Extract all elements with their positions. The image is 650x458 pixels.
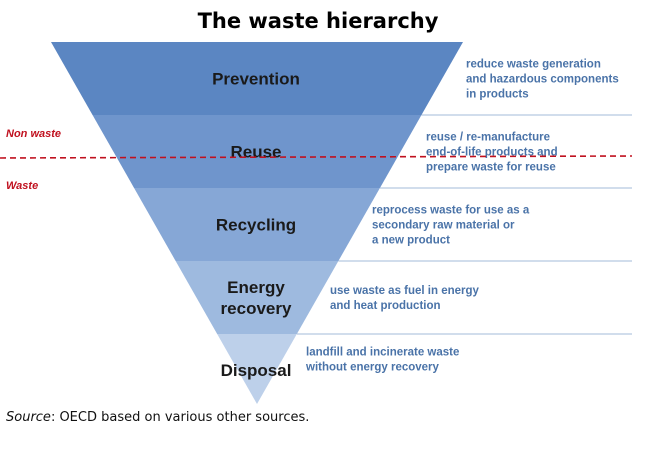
level-description-reuse: prepare waste for reuse bbox=[426, 162, 556, 174]
level-description-reuse: end-of-life products and bbox=[426, 147, 558, 159]
level-description-prevention: in products bbox=[466, 89, 529, 101]
source-label: Source bbox=[6, 410, 51, 425]
non-waste-label: Non waste bbox=[6, 128, 61, 140]
level-description-recycling: secondary raw material or bbox=[372, 220, 515, 232]
level-name-prevention: Prevention bbox=[212, 70, 300, 89]
level-description-prevention: reduce waste generation bbox=[466, 59, 601, 71]
waste-label: Waste bbox=[6, 180, 38, 192]
source-note: Source: OECD based on various other sour… bbox=[6, 410, 309, 425]
hierarchy-levels: Prevention reduce waste generation and haz… bbox=[51, 42, 632, 404]
level-description-reuse: reuse / re-manufacture bbox=[426, 132, 550, 144]
diagram-title: The waste hierarchy bbox=[198, 9, 439, 33]
level-description-recycling: reprocess waste for use as a bbox=[372, 205, 530, 217]
level-band-prevention bbox=[51, 42, 463, 115]
level-name-energy-recovery: Energy bbox=[227, 278, 285, 297]
level-name-recycling: Recycling bbox=[216, 216, 296, 235]
level-description-disposal: landfill and incinerate waste bbox=[306, 347, 459, 359]
level-description-recycling: a new product bbox=[372, 235, 450, 247]
waste-boundary-line bbox=[0, 155, 633, 159]
level-band-recycling bbox=[134, 188, 380, 261]
level-name-energy-recovery: recovery bbox=[221, 299, 292, 318]
source-text: : OECD based on various other sources. bbox=[51, 410, 309, 425]
level-description-energy-recovery: and heat production bbox=[330, 300, 441, 312]
level-description-prevention: and hazardous components bbox=[466, 74, 619, 86]
level-description-disposal: without energy recovery bbox=[305, 362, 440, 374]
level-band-energy-recovery bbox=[175, 261, 339, 334]
level-band-disposal bbox=[217, 334, 297, 404]
level-name-disposal: Disposal bbox=[221, 361, 292, 380]
level-description-energy-recovery: use waste as fuel in energy bbox=[330, 285, 480, 297]
level-band-reuse bbox=[92, 115, 422, 188]
level-name-reuse: Reuse bbox=[230, 143, 281, 162]
